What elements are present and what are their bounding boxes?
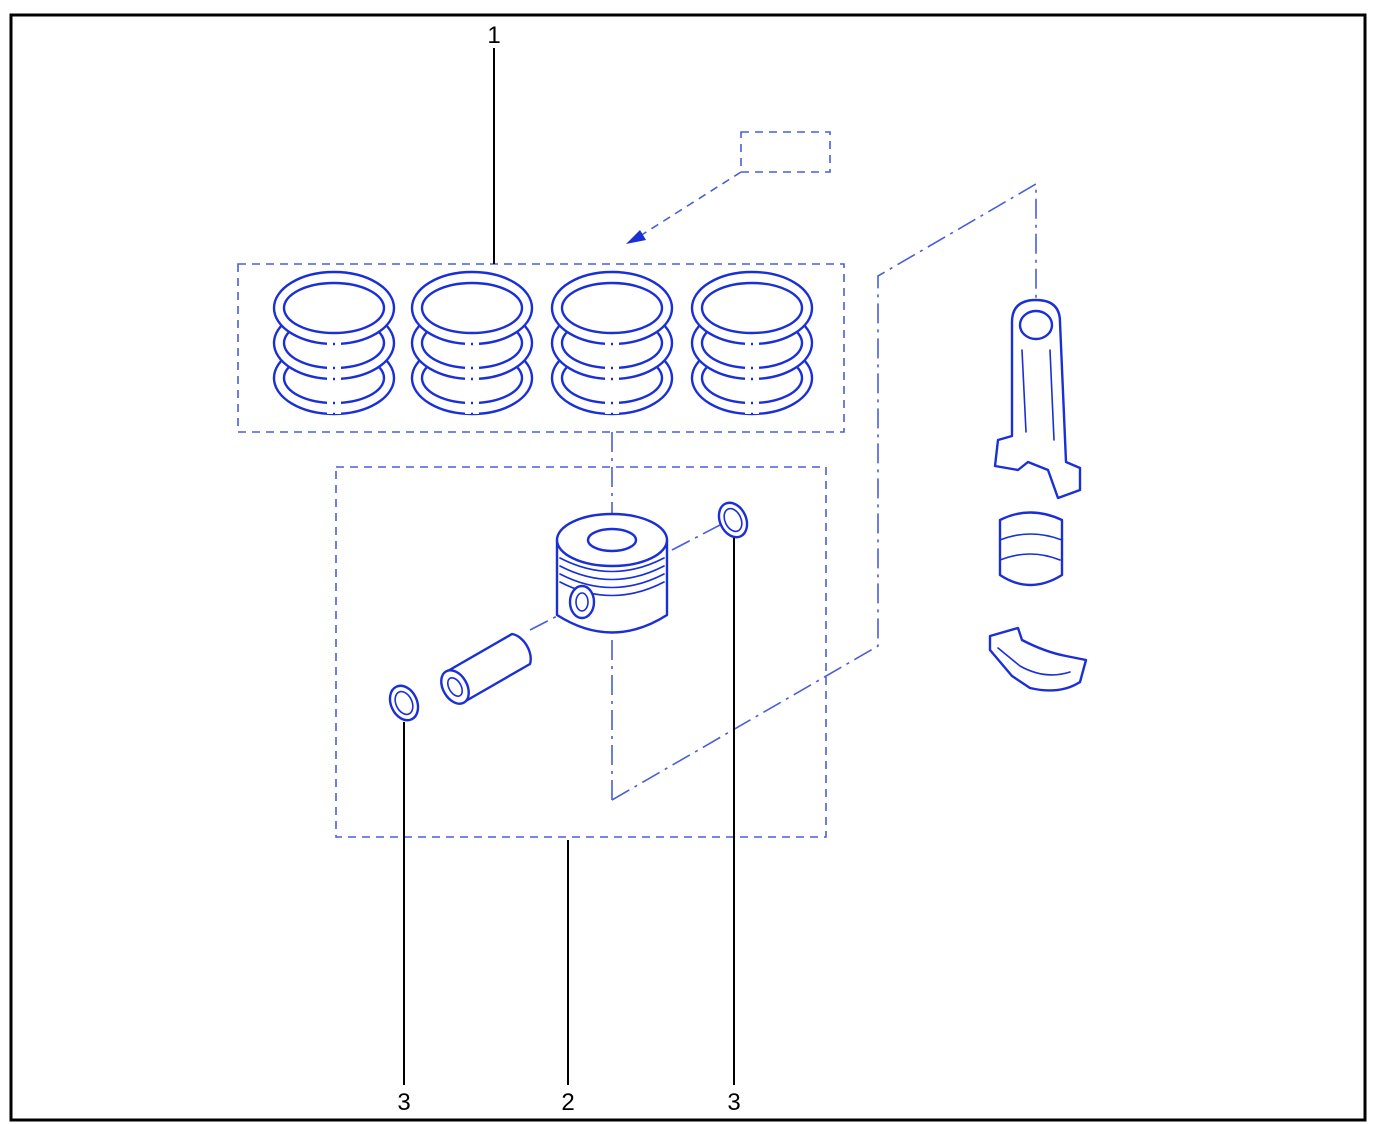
piston-ring-set-2: [410, 270, 534, 416]
snap-ring-left: [388, 684, 420, 722]
callout-1-label: 1: [487, 22, 500, 49]
ring-set-group-box: [237, 263, 845, 433]
piston-ring-set-1: [272, 270, 396, 416]
piston: [555, 512, 669, 634]
pin-axis-line: [529, 611, 566, 631]
connecting-rod: [993, 298, 1082, 500]
diagram-frame: [9, 13, 1367, 1122]
callout-3-left-label: 3: [397, 1089, 410, 1116]
reference-box: [626, 131, 831, 244]
piston-ring-set-3: [550, 270, 674, 416]
connecting-rod-cap: [988, 626, 1088, 692]
piston-ring-set-4: [690, 270, 814, 416]
assembly-path-line: [611, 182, 1037, 801]
callout-2-label: 2: [561, 1089, 574, 1116]
piston-group-box: [335, 466, 827, 838]
snap-ring-right: [717, 501, 749, 539]
clip-axis-line: [671, 524, 721, 551]
callout-3-right-label: 3: [727, 1089, 740, 1116]
connecting-rod-bearing-upper: [998, 511, 1064, 587]
piston-pin: [440, 632, 532, 705]
